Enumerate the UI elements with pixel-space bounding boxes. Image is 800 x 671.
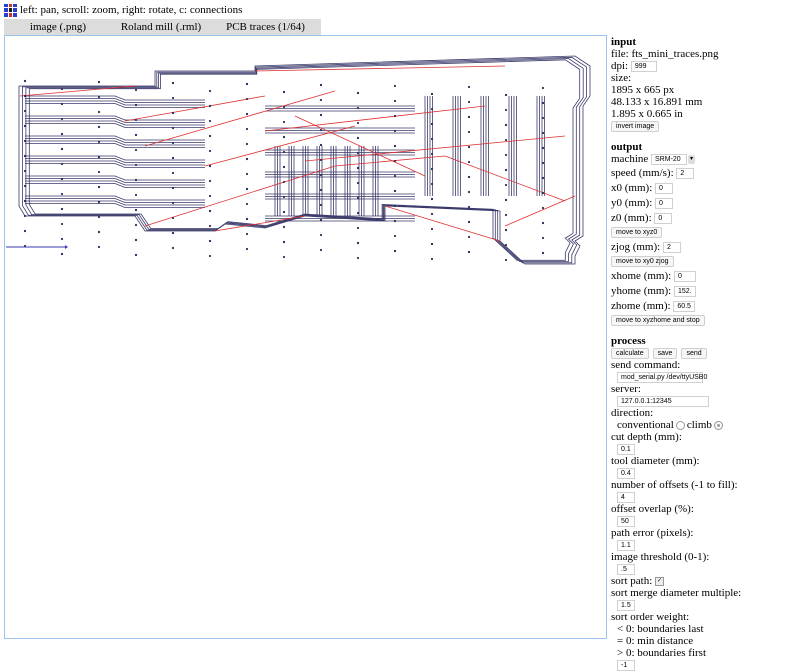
invert-image-button[interactable]: invert image — [611, 120, 660, 132]
path-error-label: path error (pixels): — [611, 527, 694, 539]
offset-overlap-input[interactable]: 50 — [617, 515, 635, 527]
tool-diameter-label: tool diameter (mm): — [611, 455, 700, 467]
offsets-input[interactable]: 4 — [617, 491, 635, 503]
size-px: 1895 x 665 px — [611, 84, 675, 96]
size-in: 1.895 x 0.665 in — [611, 108, 683, 120]
order-note-eq: = 0: min distance — [617, 635, 694, 647]
file-label: file: fts_mini_traces.png — [611, 48, 719, 60]
order-note-lt: < 0: boundaries last — [617, 623, 704, 635]
z0-label: z0 (mm): — [611, 212, 652, 224]
sort-path-label: sort path: — [611, 575, 653, 587]
x0-label: x0 (mm): — [611, 182, 653, 194]
send-command-label: send command: — [611, 359, 681, 371]
sort-order-label: sort order weight: — [611, 611, 690, 623]
calculate-button[interactable]: calculate — [611, 347, 649, 359]
instructions-bar: left: pan, scroll: zoom, right: rotate, … — [4, 3, 242, 17]
dpi-label: dpi: — [611, 60, 629, 72]
yhome-input[interactable]: 152. — [673, 285, 696, 297]
y0-label: y0 (mm): — [611, 197, 653, 209]
x0-input[interactable]: 0 — [655, 182, 673, 194]
tab-roland-mill[interactable]: Roland mill (.rml) — [120, 21, 202, 33]
xhome-label: xhome (mm): — [611, 270, 672, 282]
sort-order-input[interactable]: -1 — [617, 659, 635, 671]
instructions-text: left: pan, scroll: zoom, right: rotate, … — [20, 4, 243, 16]
merge-diameter-input[interactable]: 1.5 — [617, 599, 635, 611]
tab-image-png[interactable]: image (.png) — [29, 21, 87, 33]
save-button[interactable]: save — [652, 347, 678, 359]
machine-select[interactable]: SRM-20 — [651, 153, 688, 165]
tab-pcb-traces[interactable]: PCB traces (1/64) — [226, 21, 305, 33]
direction-label: direction: — [611, 407, 654, 419]
cut-depth-input[interactable]: 0.1 — [617, 443, 635, 455]
conventional-radio[interactable] — [675, 420, 685, 430]
input-heading: input — [611, 36, 637, 48]
send-command-input[interactable]: mod_serial.py /dev/ttyUSB0 — [617, 371, 707, 383]
grid-icon — [4, 3, 17, 17]
server-input[interactable]: 127.0.0.1:12345 — [617, 395, 709, 407]
yhome-label: yhome (mm): — [611, 285, 672, 297]
machine-label: machine — [611, 153, 649, 165]
zhome-label: zhome (mm): — [611, 300, 671, 312]
threshold-label: image threshold (0-1): — [611, 551, 710, 563]
send-button[interactable]: send — [681, 347, 707, 359]
move-to-xyzhome-button[interactable]: move to xyzhome and stop — [611, 314, 705, 326]
zjog-label: zjog (mm): — [611, 241, 661, 253]
climb-label: climb — [686, 419, 712, 431]
move-to-xy0-zjog-button[interactable]: move to xy0 zjog — [611, 255, 674, 267]
cut-depth-label: cut depth (mm): — [611, 431, 682, 443]
toolpath-canvas[interactable] — [4, 35, 607, 639]
move-to-xyz0-button[interactable]: move to xyz0 — [611, 226, 663, 238]
zjog-input[interactable]: 2 — [662, 241, 681, 253]
chevron-down-icon[interactable]: ▾ — [688, 154, 696, 164]
threshold-input[interactable]: .5 — [617, 563, 635, 575]
conventional-label: conventional — [617, 419, 674, 431]
speed-label: speed (mm/s): — [611, 167, 674, 179]
size-label: size: — [611, 72, 632, 84]
offset-overlap-label: offset overlap (%): — [611, 503, 694, 515]
sort-path-checkbox[interactable]: ✓ — [655, 576, 664, 586]
tool-diameter-input[interactable]: 0.4 — [617, 467, 635, 479]
z0-input[interactable]: 0 — [654, 212, 673, 224]
server-label: server: — [611, 383, 641, 395]
settings-panel: input file: fts_mini_traces.png dpi: 999… — [611, 36, 797, 671]
output-heading: output — [611, 141, 643, 153]
path-error-input[interactable]: 1.1 — [617, 539, 635, 551]
process-heading: process — [611, 335, 646, 347]
order-note-gt: > 0: boundaries first — [617, 647, 706, 659]
xhome-input[interactable]: 0 — [673, 270, 696, 282]
merge-diameter-label: sort merge diameter multiple: — [611, 587, 742, 599]
y0-input[interactable]: 0 — [655, 197, 673, 209]
speed-input[interactable]: 2 — [676, 167, 695, 179]
toolpath-drawing — [6, 55, 591, 265]
dpi-input[interactable]: 999 — [630, 60, 657, 72]
size-mm: 48.133 x 16.891 mm — [611, 96, 703, 108]
format-tabs: image (.png) Roland mill (.rml) PCB trac… — [4, 19, 321, 35]
offsets-label: number of offsets (-1 to fill): — [611, 479, 738, 491]
zhome-input[interactable]: 60.5 — [673, 300, 696, 312]
climb-radio[interactable] — [713, 420, 723, 430]
